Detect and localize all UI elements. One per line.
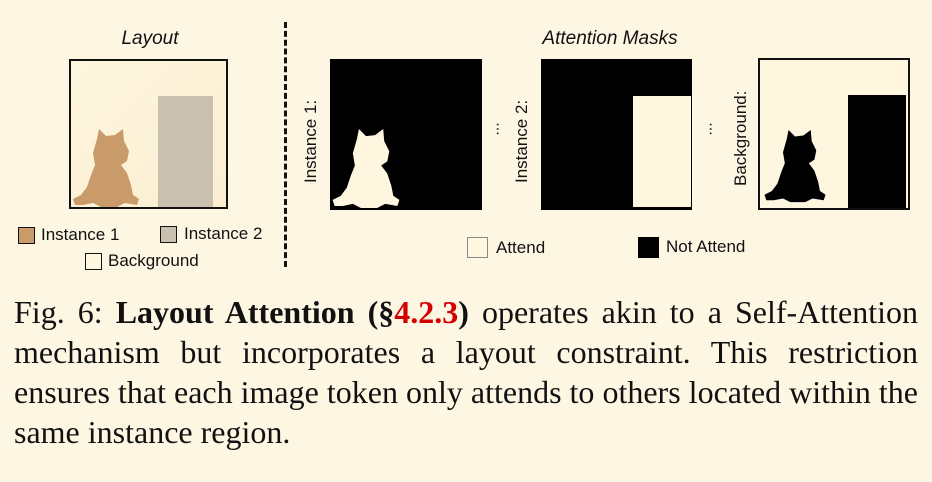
ellipsis-2: ... xyxy=(698,122,716,136)
caption-bold-title: Layout Attention (§ xyxy=(115,294,395,330)
section-reference-link[interactable]: 4.2.3 xyxy=(394,294,459,330)
mask-label-instance1: Instance 1: xyxy=(301,99,320,183)
cat-not-attend-icon xyxy=(764,130,826,203)
attend-swatch xyxy=(467,237,488,258)
cat-silhouette-instance1 xyxy=(73,129,139,207)
mask-label-background: Background: xyxy=(731,90,750,186)
cat-attend-region-icon xyxy=(332,129,400,208)
caption-prefix: Fig. 6: xyxy=(14,294,116,330)
instance2-swatch xyxy=(160,226,177,243)
instance1-swatch xyxy=(18,227,35,244)
instance2-region xyxy=(158,96,213,207)
mask-background xyxy=(758,58,910,210)
caption-bold-close: ) xyxy=(458,294,469,330)
attention-masks-title: Attention Masks xyxy=(542,28,678,49)
not-attend-swatch xyxy=(638,237,659,258)
dashed-divider xyxy=(284,22,287,267)
caption-body: operates akin to a Self-Attention mechan… xyxy=(14,294,919,450)
instance2-not-attend-region xyxy=(848,95,906,208)
layout-title: Layout xyxy=(121,28,179,49)
background-swatch xyxy=(85,253,102,270)
instance2-legend-label: Instance 2 xyxy=(184,224,263,243)
mask-instance1 xyxy=(330,59,482,210)
not-attend-legend-label: Not Attend xyxy=(666,237,746,256)
mask-label-instance2: Instance 2: xyxy=(512,99,531,183)
layout-panel xyxy=(69,59,228,209)
instance1-legend-label: Instance 1 xyxy=(41,225,120,244)
background-legend-label: Background xyxy=(108,251,199,270)
attend-legend-label: Attend xyxy=(496,238,546,257)
mask-instance2 xyxy=(541,59,692,210)
instance2-attend-region xyxy=(631,96,691,207)
ellipsis-1: ... xyxy=(485,122,503,136)
figure-caption: Fig. 6: Layout Attention (§4.2.3) operat… xyxy=(14,292,918,452)
